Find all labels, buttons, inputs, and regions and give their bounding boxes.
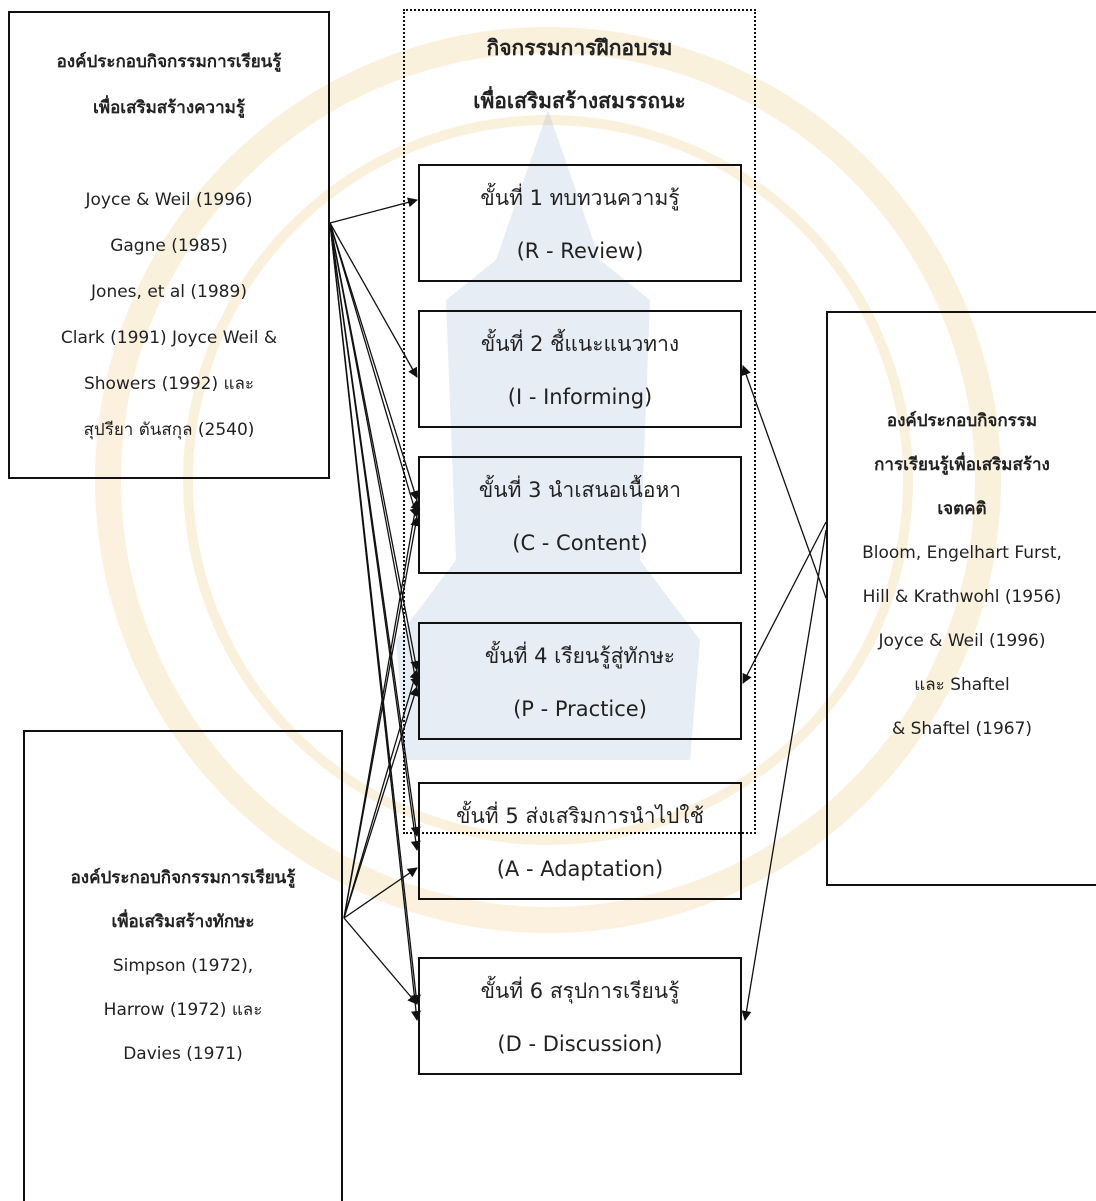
attitude-ref-2: Hill & Krathwohl (1956) — [862, 587, 1062, 607]
attitude-box-title-line-3: เจตคติ — [937, 499, 987, 519]
step-6-label: ขั้นที่ 6 สรุปการเรียนรู้ — [480, 979, 680, 1003]
step-4-label: ขั้นที่ 4 เรียนรู้สู่ทักษะ — [484, 644, 676, 668]
skill-box-title-line-1: องค์ประกอบกิจกรรมการเรียนรู้ — [70, 868, 296, 888]
step-5-code: (A - Adaptation) — [496, 857, 664, 881]
knowledge-ref-2: Gagne (1985) — [110, 236, 228, 256]
step-6-box: ขั้นที่ 6 สรุปการเรียนรู้ (D - Discussio… — [418, 957, 742, 1075]
attitude-ref-5: & Shaftel (1967) — [891, 719, 1033, 739]
seal-inner-ring — [183, 115, 913, 845]
step-4-code: (P - Practice) — [513, 697, 647, 721]
skill-ref-2: Harrow (1972) และ — [103, 1000, 263, 1020]
knowledge-ref-4: Clark (1991) Joyce Weil & — [60, 328, 278, 348]
skill-ref-1: Simpson (1972), — [112, 956, 254, 976]
skill-components-box: องค์ประกอบกิจกรรมการเรียนรู้ เพื่อเสริมส… — [23, 730, 343, 1201]
step-4-box: ขั้นที่ 4 เรียนรู้สู่ทักษะ (P - Practice… — [418, 622, 742, 740]
step-3-code: (C - Content) — [512, 531, 648, 555]
step-5-label: ขั้นที่ 5 ส่งเสริมการนำไปใช้ — [456, 804, 704, 828]
knowledge-box-title-line-2: เพื่อเสริมสร้างความรู้ — [93, 98, 245, 118]
training-activities-title: กิจกรรมการฝึกอบรม เพื่อเสริมสร้างสมรรถนะ — [405, 22, 754, 128]
attitude-ref-1: Bloom, Engelhart Furst, — [862, 543, 1062, 563]
step-2-box: ขั้นที่ 2 ชี้แนะแนวทาง (I - Informing) — [418, 310, 742, 428]
step-3-box: ขั้นที่ 3 นำเสนอเนื้อหา (C - Content) — [418, 456, 742, 574]
step-2-label: ขั้นที่ 2 ชี้แนะแนวทาง — [480, 332, 680, 356]
knowledge-components-box: องค์ประกอบกิจกรรมการเรียนรู้ เพื่อเสริมส… — [8, 11, 330, 479]
knowledge-ref-5: Showers (1992) และ — [83, 374, 255, 394]
center-title-line-1: กิจกรรมการฝึกอบรม — [486, 36, 673, 60]
step-1-code: (R - Review) — [516, 239, 644, 263]
seal-outer-ring — [95, 27, 1001, 933]
step-3-label: ขั้นที่ 3 นำเสนอเนื้อหา — [478, 478, 682, 502]
step-6-code: (D - Discussion) — [497, 1032, 663, 1056]
skill-box-title-line-2: เพื่อเสริมสร้างทักษะ — [111, 912, 255, 932]
seal-emblem-shape — [396, 110, 700, 760]
step-1-label: ขั้นที่ 1 ทบทวนความรู้ — [480, 186, 680, 210]
attitude-ref-3: Joyce & Weil (1996) — [878, 631, 1046, 651]
attitude-box-title-line-1: องค์ประกอบกิจกรรม — [886, 411, 1038, 431]
step-5-box: ขั้นที่ 5 ส่งเสริมการนำไปใช้ (A - Adapta… — [418, 782, 742, 900]
knowledge-ref-3: Jones, et al (1989) — [91, 282, 247, 302]
center-title-line-2: เพื่อเสริมสร้างสมรรถนะ — [473, 89, 686, 113]
attitude-ref-4: และ Shaftel — [914, 675, 1010, 695]
knowledge-box-title-line-1: องค์ประกอบกิจกรรมการเรียนรู้ — [56, 52, 282, 72]
step-2-code: (I - Informing) — [507, 385, 653, 409]
knowledge-ref-1: Joyce & Weil (1996) — [85, 190, 253, 210]
knowledge-ref-6: สุปรียา ตันสกุล (2540) — [83, 420, 255, 440]
attitude-box-title-line-2: การเรียนรู้เพื่อเสริมสร้าง — [874, 455, 1050, 475]
skill-ref-3: Davies (1971) — [123, 1044, 243, 1064]
attitude-components-box: องค์ประกอบกิจกรรม การเรียนรู้เพื่อเสริมส… — [826, 311, 1096, 886]
step-1-box: ขั้นที่ 1 ทบทวนความรู้ (R - Review) — [418, 164, 742, 282]
